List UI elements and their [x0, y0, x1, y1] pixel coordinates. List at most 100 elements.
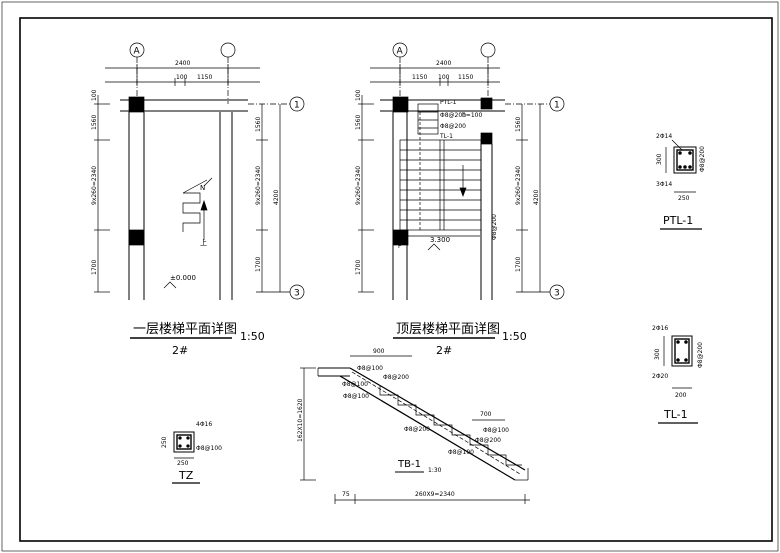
p2-axis-bubble-3	[549, 284, 565, 300]
section-tz: 4Φ16 Φ8@100 250 250 TZ	[161, 421, 222, 484]
ptl1-stirrup: Φ8@200	[699, 146, 706, 172]
p2-column-top-right	[480, 97, 493, 110]
ptl1-label: PTL-1	[663, 214, 693, 227]
axis-label-a: A	[134, 47, 141, 57]
section-tl1: 2Φ16 2Φ20 Φ8@200 300 200 TL-1	[652, 325, 704, 424]
p1-axis-bubble-1	[289, 96, 305, 112]
tb1-rebar-g: Φ8@200	[475, 437, 501, 444]
p1-axis-bubble-3	[289, 284, 305, 300]
p2-scale: 1:50	[502, 330, 527, 343]
p1-axis-label-3: 3	[294, 289, 300, 299]
p2-dim-right-a: 1560	[515, 117, 522, 132]
p2-dim-top-c: 1150	[458, 74, 473, 81]
p2-dim-left-d: 1700	[355, 260, 362, 275]
p1-dim-top-a: 100	[176, 74, 188, 81]
ptl1-width: 250	[678, 195, 690, 202]
p1-dim-top-b: 1150	[197, 74, 212, 81]
p2-label-tl: TL-1	[439, 133, 453, 140]
p2-label-f: F	[398, 243, 402, 250]
p2-column-top-left	[392, 96, 409, 113]
p1-dim-left-d: 1700	[91, 260, 98, 275]
tb1-rebar-c: Φ8@100	[342, 381, 368, 388]
tz-width: 250	[177, 460, 189, 467]
tb1-dim-bottom-a: 75	[342, 491, 350, 498]
p1-sub: 2#	[172, 344, 188, 357]
p2-label-ptl: PTL-1	[440, 99, 457, 106]
p2-dim-right-c: 1700	[515, 257, 522, 272]
ptl1-outline	[673, 146, 697, 174]
ptl1-bottom-bar: 3Φ14	[656, 181, 672, 188]
p2-dim-top-b: 100	[438, 74, 450, 81]
p1-dim-right-total: 4200	[273, 190, 280, 205]
ptl1-top-bar: 2Φ14	[656, 133, 672, 140]
p1-column-top	[128, 96, 145, 113]
tb1-dim-left: 162X10=1620	[297, 398, 304, 442]
p2-rebar-2: Φ8@200	[440, 123, 466, 130]
tb1-dim-bottom-b: 260X9=2340	[415, 491, 455, 498]
axis-bubble-blank	[220, 42, 236, 58]
plan-ground-floor: A 2400 100 1150 N 上 ±0.000	[91, 42, 305, 357]
section-ptl1: 2Φ14 3Φ14 Φ8@200 300 250 PTL-1	[656, 133, 706, 230]
tl1-label: TL-1	[663, 408, 688, 421]
p1-scale: 1:50	[240, 330, 265, 343]
p1-dim-right-b: 9x260=2340	[255, 166, 262, 205]
tb1-rebar-d: Φ8@100	[343, 393, 369, 400]
svg-text:N: N	[200, 184, 205, 192]
inner-border	[19, 17, 773, 542]
p2-dim-right-total: 4200	[533, 190, 540, 205]
p2-axis-bubble-blank	[480, 42, 496, 58]
tb1-rebar-f: Φ8@100	[483, 427, 509, 434]
tl1-outline	[671, 335, 693, 367]
tb1-dim-top: 900	[373, 348, 385, 355]
p2-rebar-1: Φ8@200	[440, 112, 466, 119]
p2-axis-bubble-1	[549, 96, 565, 112]
p2-dim-left-c: 9x260=2340	[355, 166, 362, 205]
p1-axis-label-1: 1	[294, 101, 300, 111]
tb1-dim-mid: 700	[480, 411, 492, 418]
p1-arrow-up-label: 上	[200, 238, 207, 247]
p1-title: 一层楼梯平面详图	[133, 322, 237, 337]
p2-dim-left-a: 100	[355, 89, 362, 101]
p2-sub: 2#	[436, 344, 452, 357]
tz-outline	[173, 431, 195, 453]
p1-dim-left-a: 100	[91, 89, 98, 101]
p2-rebar-3: Φ8@200	[491, 214, 498, 240]
p1-dim-top-total: 2400	[175, 60, 190, 67]
tl1-width: 200	[675, 392, 687, 399]
tb1-rebar-a: Φ8@100	[357, 365, 383, 372]
p1-dim-right-a: 1560	[255, 117, 262, 132]
p2-axis-label-1: 1	[554, 101, 560, 111]
p2-landing-box	[417, 103, 439, 135]
p1-column-mid	[128, 229, 145, 246]
p1-dim-left-b: 1560	[91, 115, 98, 130]
tb1-label: TB-1	[397, 459, 421, 470]
p2-label-h: h=100	[462, 112, 482, 119]
tz-stirrup: Φ8@100	[196, 445, 222, 452]
tb1-rebar-e: Φ8@200	[404, 426, 430, 433]
p1-dim-right-c: 1700	[255, 257, 262, 272]
tz-label: TZ	[178, 469, 194, 482]
tb1-scale: 1:30	[428, 467, 442, 474]
tl1-height: 300	[654, 348, 661, 360]
p2-axis-label-3: 3	[554, 289, 560, 299]
tl1-top-bar: 2Φ16	[652, 325, 668, 332]
p2-axis-label-a: A	[397, 47, 404, 57]
p2-column-mid-right	[480, 132, 493, 145]
p2-dim-right-b: 9x260=2340	[515, 166, 522, 205]
section-tb1: 900 700 Φ8@100 Φ8@200 Φ8@100 Φ8@100 Φ8@2…	[297, 348, 530, 504]
tb1-rebar-b: Φ8@200	[383, 374, 409, 381]
ptl1-height: 300	[656, 153, 663, 165]
p2-dim-top-total: 2400	[436, 60, 451, 67]
p1-level: ±0.000	[170, 274, 196, 282]
p2-stair-flights	[399, 139, 482, 231]
tb1-rebar-h: Φ8@100	[448, 449, 474, 456]
tl1-stirrup: Φ8@200	[697, 342, 704, 368]
tz-top-bar: 4Φ16	[196, 421, 212, 428]
tl1-bottom-bar: 2Φ20	[652, 373, 668, 380]
plan-top-floor: A 2400 1150 100 1150 PTL-1 h=100 Φ8@200 …	[355, 42, 565, 357]
p1-dim-left-c: 9x260=2340	[91, 166, 98, 205]
tz-height: 250	[161, 436, 168, 448]
